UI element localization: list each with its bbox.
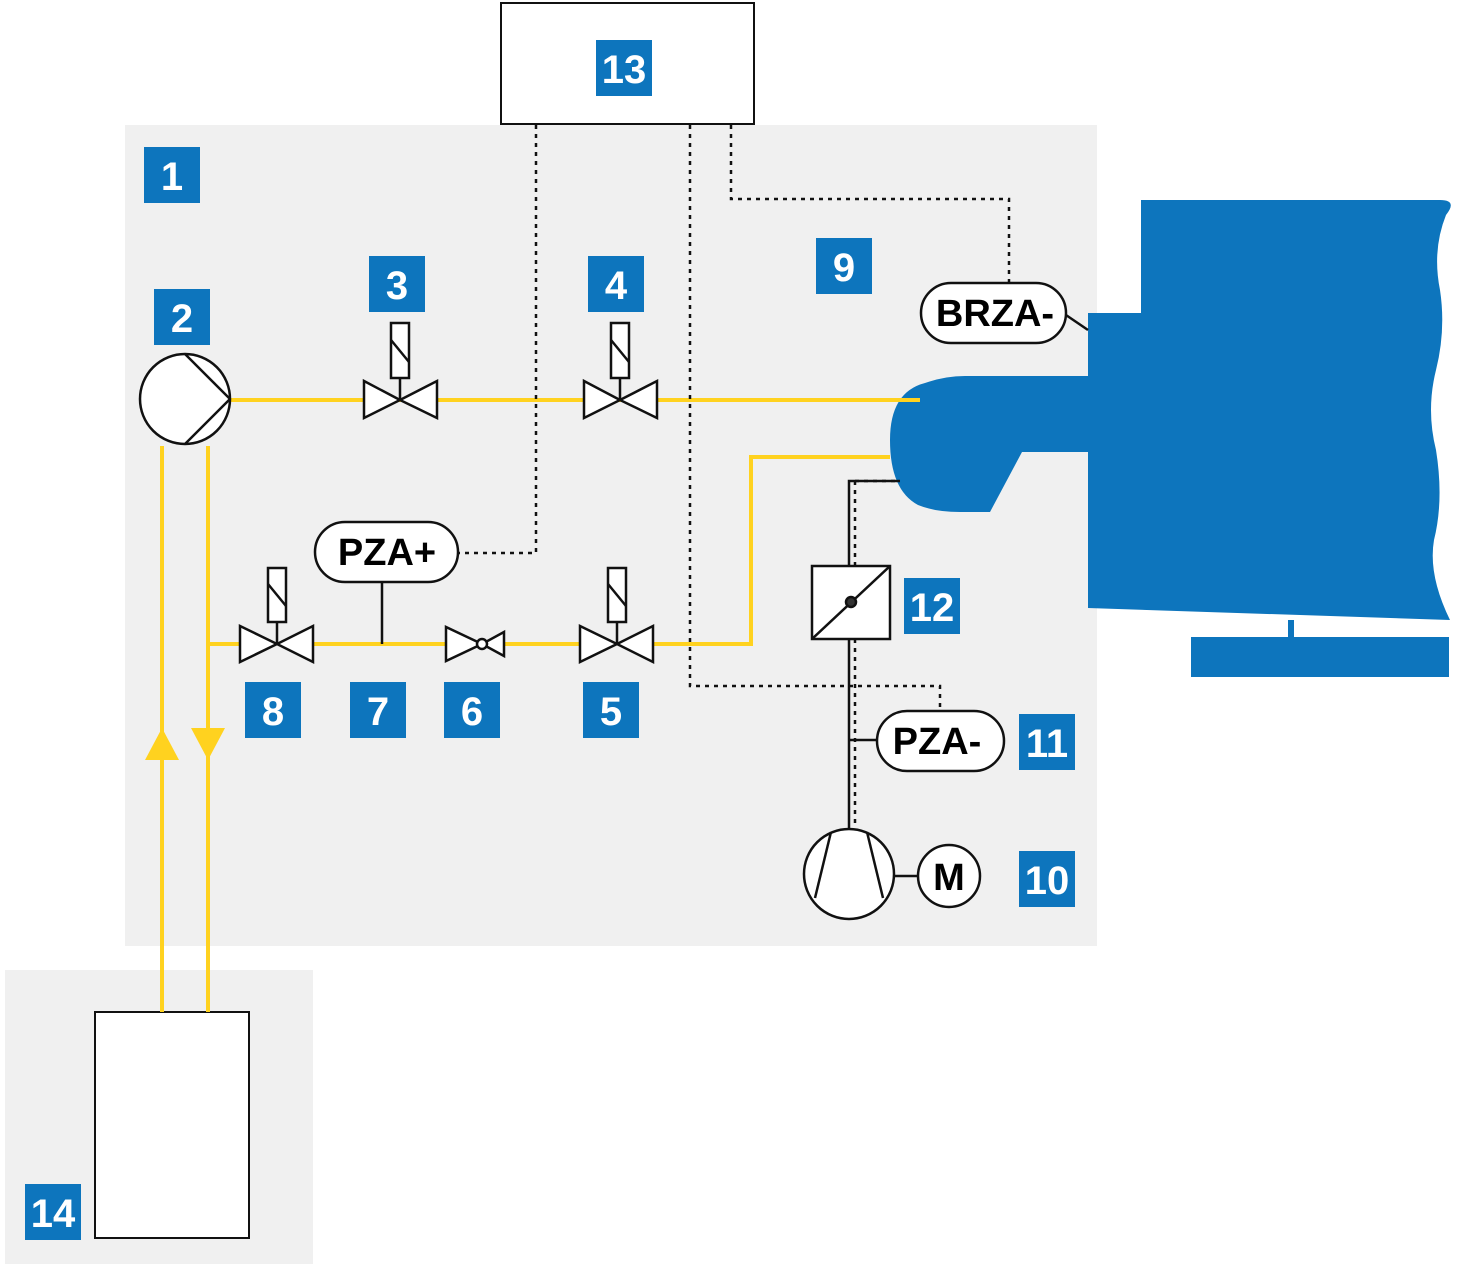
pressure-switch-icon (919, 281, 1068, 345)
tank-icon (94, 1011, 250, 1239)
burner-icon (890, 200, 1451, 677)
solenoid-valve-icon (238, 566, 315, 665)
flow-arrow-icon (145, 728, 179, 760)
compressor-icon (802, 827, 896, 921)
badge-8-text: 8 (262, 690, 284, 734)
badge-5: 5 (583, 682, 639, 738)
badge-1-text: 1 (161, 155, 183, 199)
badge-13: 13 (596, 40, 652, 96)
badge-2: 2 (154, 289, 210, 345)
solenoid-valve-icon (362, 321, 439, 421)
flow-arrow-icon (191, 728, 225, 760)
badge-3: 3 (369, 256, 425, 312)
badge-9-text: 9 (833, 246, 855, 290)
badge-11-text: 11 (1026, 722, 1068, 766)
motor-label: M (933, 857, 965, 899)
badge-3-text: 3 (386, 264, 408, 308)
air-line (847, 311, 1089, 828)
badge-8: 8 (245, 682, 301, 738)
badge-7: 7 (350, 682, 406, 738)
brza-minus-label: BRZA- (936, 293, 1054, 335)
badge-12: 12 (904, 578, 960, 634)
motor-icon (916, 843, 982, 909)
solenoid-valve-icon (578, 566, 655, 665)
badge-13-text: 13 (602, 48, 647, 92)
badge-9: 9 (816, 238, 872, 294)
badge-5-text: 5 (600, 690, 622, 734)
badge-14: 14 (25, 1184, 81, 1240)
badge-1: 1 (144, 147, 200, 203)
pza-plus-label: PZA+ (338, 532, 436, 574)
badge-12-text: 12 (910, 586, 955, 630)
pza-minus-label: PZA- (893, 721, 982, 763)
check-valve-icon (444, 625, 506, 663)
badge-7-text: 7 (367, 690, 389, 734)
badge-11: 11 (1019, 714, 1075, 770)
badge-4-text: 4 (605, 264, 628, 308)
pressure-switch-icon (313, 520, 460, 584)
badge-4: 4 (588, 256, 644, 312)
badge-14-text: 14 (31, 1192, 76, 1236)
badge-6: 6 (444, 682, 500, 738)
badge-10: 10 (1019, 851, 1075, 907)
pump-icon (138, 352, 232, 446)
filter-icon (810, 564, 892, 641)
pressure-switch-icon (875, 709, 1006, 773)
badge-6-text: 6 (461, 690, 483, 734)
main-panel (125, 125, 1097, 946)
badge-10-text: 10 (1025, 859, 1070, 903)
badge-2-text: 2 (171, 297, 193, 341)
solenoid-valve-icon (582, 321, 659, 421)
